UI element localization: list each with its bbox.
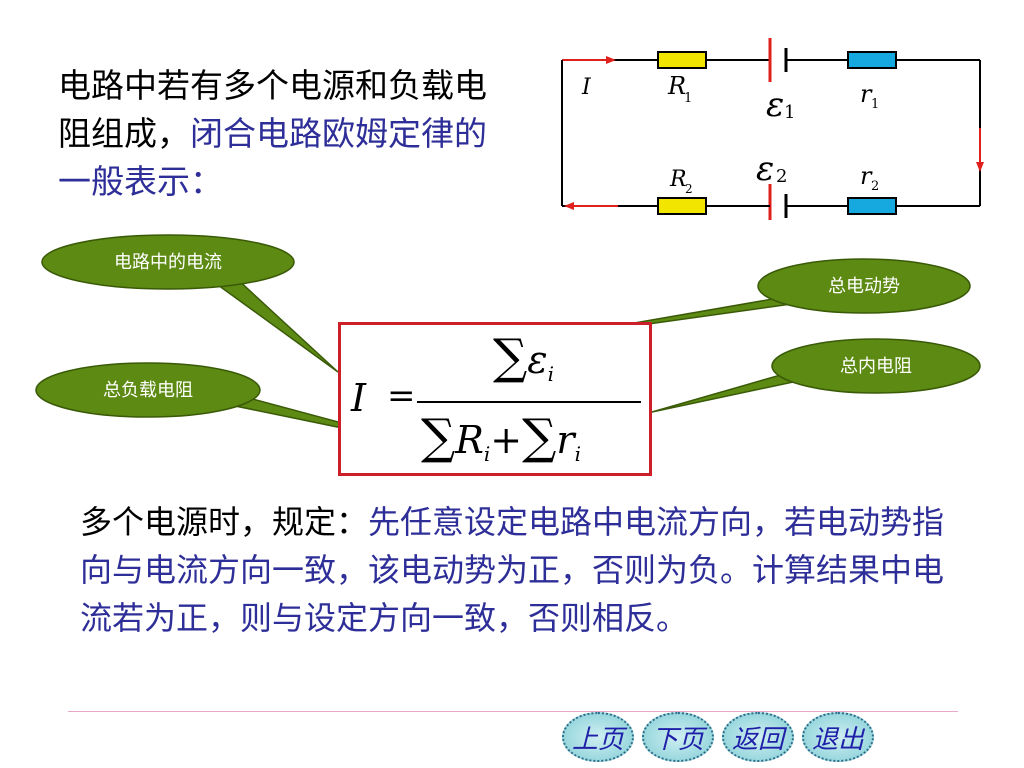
formula-equals: = [387,376,416,416]
formula-emf: ε [527,338,548,382]
formula-index: i [483,442,491,466]
label-r1: r [860,80,873,108]
formula-numerator: ∑εi [493,329,554,386]
rule-text: 多个电源时，规定：先任意设定电路中电流方向，若电动势指向与电流方向一致，该电动势… [80,498,970,642]
label-emf2: ε [756,149,774,189]
footer-divider [68,711,958,712]
label-r2-sub: 2 [871,179,879,194]
formula-index: i [547,362,555,386]
next-page-button[interactable]: 下页 [642,712,714,762]
label-R1-sub: 1 [684,91,692,106]
formula-box: I = ∑εi ∑Ri+∑ri [338,322,652,476]
prev-page-button[interactable]: 上页 [562,712,634,762]
sigma-symbol: ∑ [522,409,557,465]
intro-blue: 闭合电路欧姆定律的一般表示： [58,114,487,201]
formula-load: R [455,418,484,462]
callout-internal-bubble [771,338,981,394]
current-arrow-top [606,56,616,64]
rule-black: 多个电源时，规定： [80,503,369,541]
intro-black: 电路中若有多个电源和负载电阻组成， [58,66,487,153]
callout-current-text: 电路中的电流 [114,252,222,273]
label-r2: r [860,162,873,190]
fraction-bar [417,401,641,403]
sigma-symbol: ∑ [421,409,456,465]
label-emf1-sub: 1 [784,102,795,123]
callout-load-bubble [35,362,261,418]
formula: I = ∑εi ∑Ri+∑ri [341,325,649,473]
formula-internal: r [556,418,575,462]
intro-text: 电路中若有多个电源和负载电阻组成，闭合电路欧姆定律的一般表示： [58,62,518,206]
label-emf1: ε [766,85,784,125]
callout-emf-bubble [757,258,971,314]
current-arrow-right [976,162,984,172]
current-arrow-bottom [564,202,574,210]
callout-emf-text: 总电动势 [828,276,900,297]
label-R2-sub: 2 [685,182,693,196]
formula-plus: + [490,418,523,462]
back-button[interactable]: 返回 [722,712,794,762]
rule-blue: 先任意设定电路中电流方向，若电动势指向与电流方向一致，该电动势为正，否则为负。计… [80,503,945,637]
callout-current-bubble [41,234,295,290]
label-r1-sub: 1 [871,97,879,112]
sigma-symbol: ∑ [493,329,528,385]
label-R1: R [667,72,686,100]
callout-internal-text: 总内电阻 [840,356,912,377]
formula-index: i [574,442,581,466]
label-current: I [581,75,592,100]
label-emf2-sub: 2 [776,166,787,187]
exit-button[interactable]: 退出 [802,712,874,762]
callout-load-text: 总负载电阻 [103,380,193,401]
formula-denominator: ∑Ri+∑ri [421,409,581,466]
circuit-diagram: I R 1 ε 1 r 1 R 2 ε 2 r 2 [561,38,984,220]
formula-current: I [351,376,367,420]
label-R2: R [669,167,687,192]
